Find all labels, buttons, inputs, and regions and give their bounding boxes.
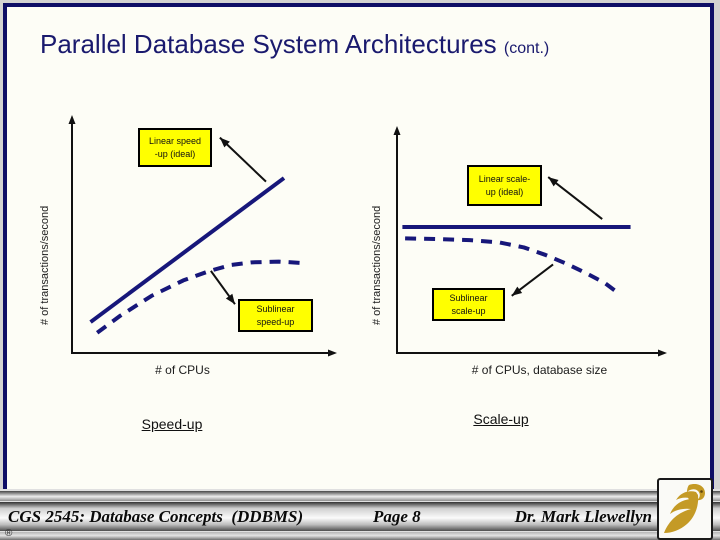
scaleup-y-axis-label: # of transactions/second [371, 205, 383, 325]
footer-bar: CGS 2545: Database Concepts (DDBMS) Page… [0, 502, 720, 531]
speedup-x-axis-label: # of CPUs [155, 363, 210, 377]
page-title-text: Parallel Database System Architectures [40, 29, 497, 59]
speedup-y-axis-label: # of transactions/second [39, 205, 51, 325]
page-title: Parallel Database System Architectures (… [40, 30, 549, 59]
scaleup-caption: Scale-up [473, 411, 529, 427]
callout-linear-scaleup: Linear scale- up (ideal) [467, 165, 542, 206]
ucf-pegasus-logo [657, 478, 713, 540]
page-title-suffix: (cont.) [503, 40, 550, 57]
footer-strip-top [0, 491, 720, 501]
callout-linear-speedup: Linear speed -up (ideal) [138, 128, 212, 167]
callout-sublinear-scaleup: Sublinear scale-up [432, 288, 505, 321]
registered-trademark-symbol: ® [5, 528, 13, 539]
pegasus-icon [664, 483, 705, 533]
footer-author-name: Dr. Mark Llewellyn [514, 506, 652, 526]
footer-strip-bottom [0, 532, 720, 540]
speedup-caption: Speed-up [141, 416, 203, 432]
callout-sublinear-speedup: Sublinear speed-up [238, 299, 313, 332]
footer-page-number: Page 8 [373, 506, 421, 526]
footer: CGS 2545: Database Concepts (DDBMS) Page… [0, 489, 720, 540]
scaleup-x-axis-label: # of CPUs, database size [471, 363, 608, 377]
footer-course-label: CGS 2545: Database Concepts (DDBMS) [8, 506, 304, 526]
slide-background [3, 3, 714, 489]
